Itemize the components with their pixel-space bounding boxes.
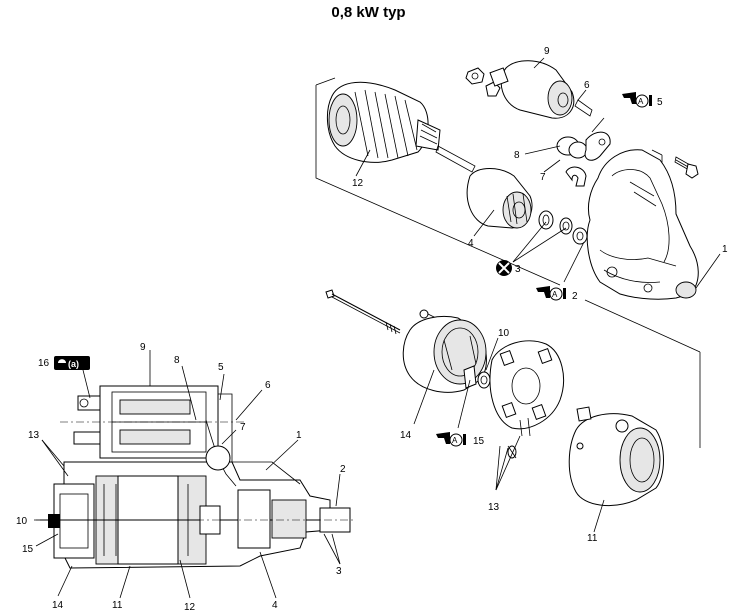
label-15-exploded: 15	[473, 436, 485, 447]
label-10-section: 10	[16, 516, 28, 527]
grease-icon-15: A	[436, 432, 466, 447]
torque-mark: (a)	[68, 359, 79, 369]
label-16-section: 16	[38, 358, 50, 369]
label-7-exploded: 7	[540, 172, 546, 183]
label-11-exploded: 11	[587, 533, 598, 544]
label-15-section: 15	[22, 544, 34, 555]
label-8-section: 8	[174, 355, 180, 366]
label-1-exploded: 1	[722, 244, 728, 255]
label-10-exploded: 10	[498, 328, 510, 339]
exploded-leader-lines	[355, 57, 721, 533]
label-5-section: 5	[218, 362, 224, 373]
stop-rings	[538, 210, 588, 245]
armature	[327, 81, 476, 173]
torque-icon: (a)	[54, 356, 90, 370]
label-12-exploded: 12	[352, 178, 364, 189]
pinion-clutch	[466, 168, 533, 229]
label-11-section: 11	[112, 600, 123, 611]
label-3-section: 3	[336, 566, 342, 577]
label-9-exploded: 9	[544, 46, 550, 57]
through-bolt	[325, 289, 401, 335]
label-6-section: 6	[265, 380, 271, 391]
diagram-title: 0,8 kW typ	[331, 4, 406, 21]
label-1-section: 1	[296, 430, 302, 441]
cross-section-leader-lines	[34, 350, 341, 599]
end-frame	[568, 406, 664, 506]
bearing-washer	[463, 365, 491, 389]
housing-bolt	[674, 156, 699, 179]
solenoid	[465, 60, 593, 119]
label-13-exploded: 13	[488, 502, 500, 513]
cross-section-view	[36, 385, 356, 569]
label-6-exploded: 6	[584, 80, 590, 91]
label-5-exploded: 5	[657, 97, 663, 108]
do-not-reuse-icon	[496, 260, 512, 276]
label-14-exploded: 14	[400, 430, 412, 441]
label-13-section: 13	[28, 430, 40, 441]
drive-housing	[586, 149, 699, 300]
grease-icon-2: A	[536, 286, 566, 301]
label-12-section: 12	[184, 602, 196, 613]
grease-mark-2: A	[552, 290, 558, 299]
cross-section-labels: 9 8 5 6 7 1 2 3 13 10 15 14 11 12 4 16	[16, 342, 346, 613]
label-7-section: 7	[240, 422, 246, 433]
grease-mark-5: A	[638, 97, 644, 106]
grease-mark-15: A	[452, 436, 458, 445]
label-2-section: 2	[340, 464, 346, 475]
label-9-section: 9	[140, 342, 146, 353]
brush-holder	[489, 340, 564, 459]
label-4-section: 4	[272, 600, 278, 611]
small-screw	[419, 309, 437, 319]
label-14-section: 14	[52, 600, 64, 611]
label-2-exploded: 2	[572, 291, 578, 302]
label-8-exploded: 8	[514, 150, 520, 161]
exploded-labels: 9 6 5 8 7 12 4 1 3 2 10 14 15 13 11	[352, 46, 728, 544]
label-4-exploded: 4	[468, 238, 474, 249]
grease-icon-5: A	[622, 92, 652, 108]
plunger-parts	[556, 131, 611, 187]
label-3-exploded: 3	[515, 264, 521, 275]
